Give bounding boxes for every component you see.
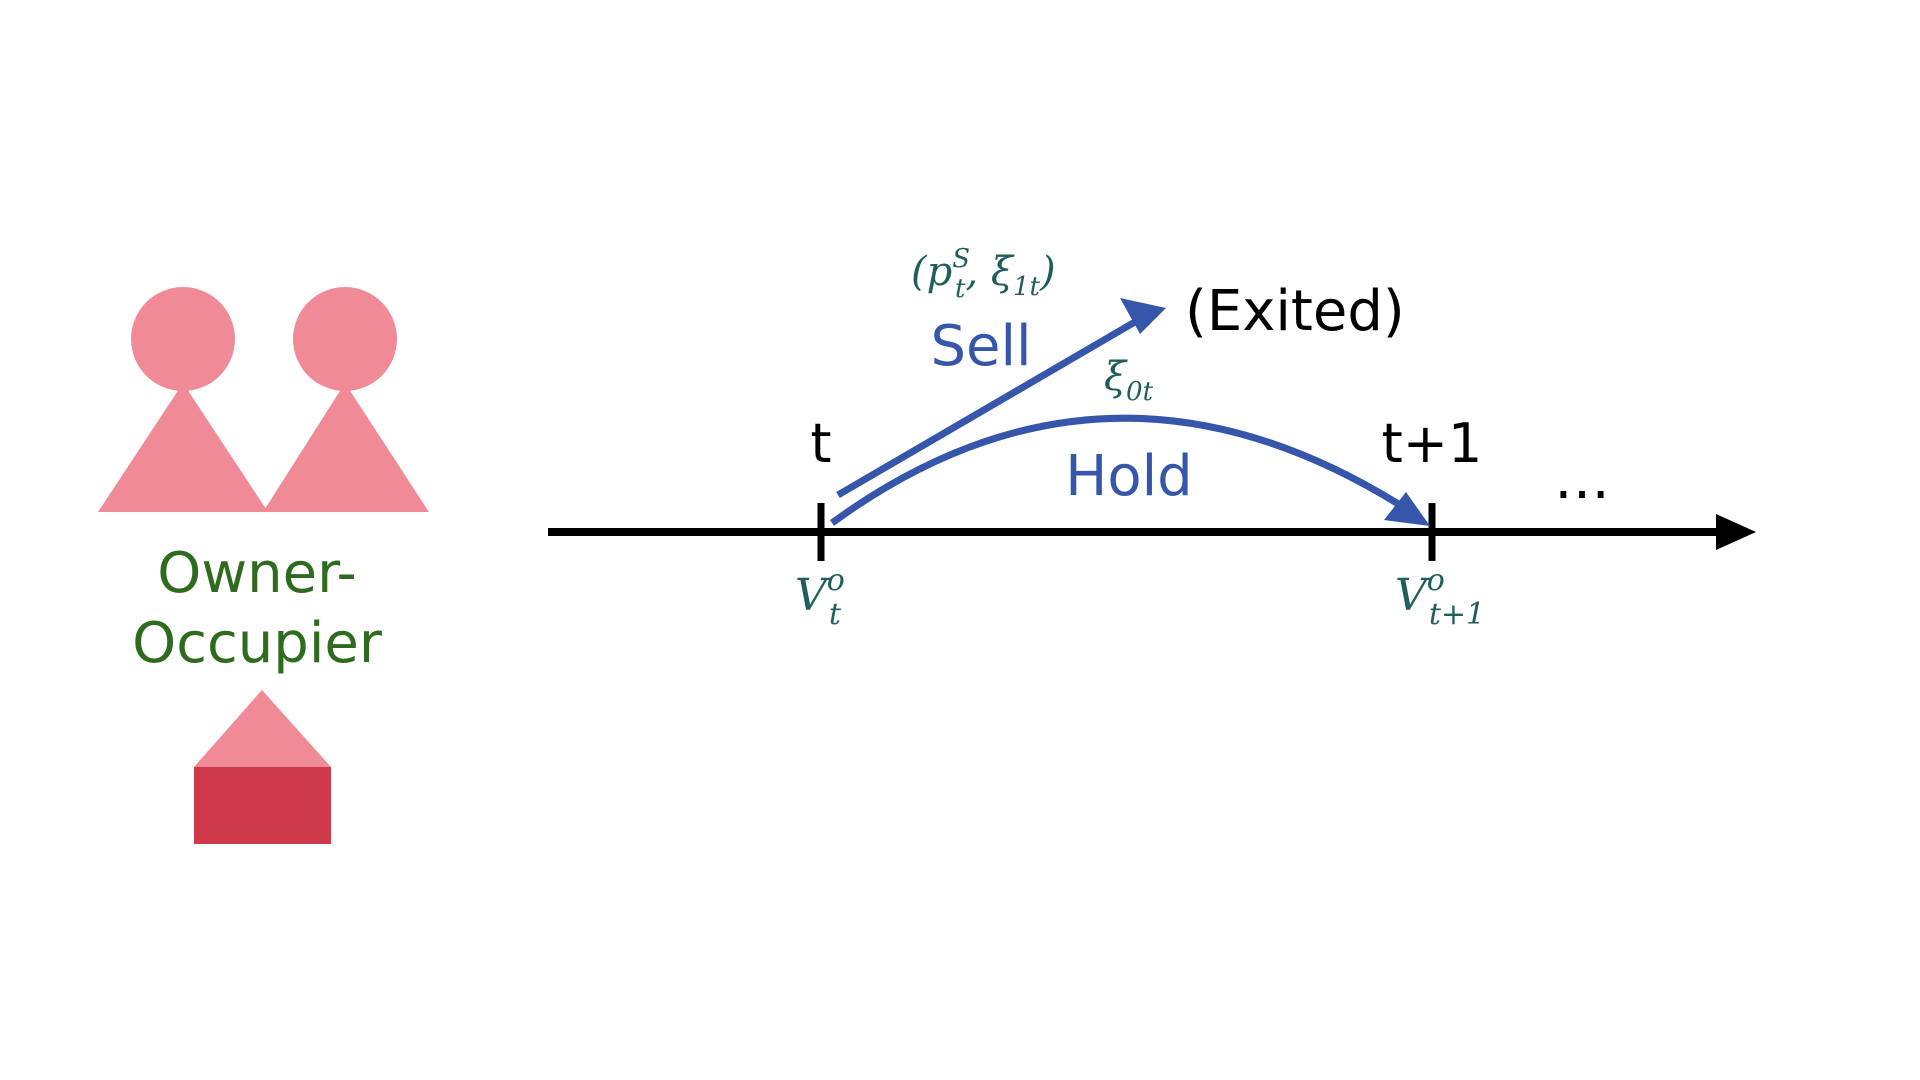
- tick-label-t: t: [810, 412, 831, 475]
- hold-arrow: [829, 414, 1430, 526]
- hold-arrowhead: [1384, 492, 1430, 526]
- house-icon: [194, 690, 331, 844]
- person-head-right: [293, 287, 397, 391]
- timeline-axis: [548, 503, 1756, 561]
- continuation-ellipsis: …: [1554, 447, 1616, 512]
- time-axis-arrowhead: [1716, 514, 1756, 550]
- owner-occupier-icon: [98, 287, 429, 512]
- role-label-line2: Occupier: [132, 611, 383, 676]
- house-roof: [194, 690, 331, 767]
- person-head-left: [131, 287, 235, 391]
- tick-label-t-plus-1: t+1: [1382, 412, 1483, 475]
- house-body: [194, 767, 331, 844]
- person-body-right: [263, 383, 429, 512]
- hold-label: Hold: [1065, 444, 1192, 509]
- sell-label: Sell: [930, 314, 1031, 379]
- sell-arrowhead: [1120, 298, 1166, 334]
- exited-outcome: (Exited): [1185, 279, 1405, 344]
- sell-arrow: [836, 298, 1166, 499]
- hold-shock: ξ0t: [1104, 354, 1154, 407]
- person-body-left: [98, 383, 268, 512]
- role-label-line1: Owner-: [157, 541, 356, 606]
